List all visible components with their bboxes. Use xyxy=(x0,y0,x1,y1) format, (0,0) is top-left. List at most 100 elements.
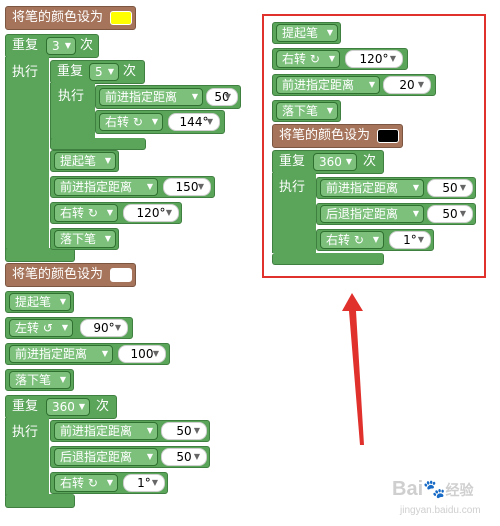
pen-dropdown[interactable]: 提起笔▼ xyxy=(276,24,338,42)
pen-dropdown[interactable]: 提起笔▼ xyxy=(54,152,116,170)
dropdown-arrow-icon: ▼ xyxy=(326,106,333,115)
forward-dropdown[interactable]: 前进指定距离▼ xyxy=(276,76,380,94)
backward-dropdown[interactable]: 后退指定距离▼ xyxy=(320,205,424,223)
color-swatch-white[interactable] xyxy=(110,268,132,282)
forward-block[interactable]: 前进指定距离▼ 20▼ xyxy=(272,74,436,96)
angle-input[interactable]: 1°▼ xyxy=(123,474,165,492)
turn-dropdown[interactable]: 左转 ↺▼ xyxy=(9,319,73,337)
distance-input[interactable]: 50▼ xyxy=(427,179,473,197)
backward-dropdown[interactable]: 后退指定距离▼ xyxy=(54,448,158,466)
angle-value: 120° xyxy=(136,206,166,220)
distance-input[interactable]: 100▼ xyxy=(118,345,166,363)
turn-left-block[interactable]: 左转 ↺▼ 90°▼ xyxy=(5,317,133,339)
times-label: 次 xyxy=(96,399,110,414)
forward-block[interactable]: 前进指定距离▼ 50▼ xyxy=(50,420,210,442)
repeat-spine xyxy=(272,173,316,253)
pen-dropdown[interactable]: 落下笔▼ xyxy=(9,371,71,389)
distance-input[interactable]: 20▼ xyxy=(383,76,431,94)
dropdown-arrow-icon: ▼ xyxy=(146,426,153,435)
turn-dropdown[interactable]: 右转 ↻▼ xyxy=(54,204,118,222)
forward-dropdown[interactable]: 前进指定距离▼ xyxy=(54,178,158,196)
angle-value: 90° xyxy=(93,321,115,335)
pen-up-block[interactable]: 提起笔▼ xyxy=(272,22,341,44)
distance-input[interactable]: 50▼ xyxy=(206,88,238,106)
repeat-block[interactable]: 重复 360▼ 次 xyxy=(272,150,384,174)
angle-input[interactable]: 90°▼ xyxy=(80,319,128,337)
forward-dropdown[interactable]: 前进指定距离▼ xyxy=(99,88,203,106)
pen-down-block[interactable]: 落下笔▼ xyxy=(272,100,341,122)
distance-value: 50 xyxy=(442,207,458,221)
forward-block[interactable]: 前进指定距离▼ 100▼ xyxy=(5,343,170,365)
backward-block[interactable]: 后退指定距离▼ 50▼ xyxy=(50,446,210,468)
dropdown-arrow-icon: ▼ xyxy=(59,375,66,384)
repeat-count-dropdown[interactable]: 3▼ xyxy=(46,37,76,55)
set-pen-color-block[interactable]: 将笔的颜色设为 xyxy=(272,124,403,148)
repeat-footer xyxy=(272,253,384,265)
distance-input[interactable]: 150▼ xyxy=(163,178,211,196)
repeat-label: 重复 xyxy=(279,154,306,169)
distance-input[interactable]: 50▼ xyxy=(161,448,207,466)
repeat-count-value: 360 xyxy=(52,400,75,414)
pen-dropdown[interactable]: 落下笔▼ xyxy=(54,230,116,248)
inner-repeat-block[interactable]: 重复 5▼ 次 xyxy=(50,60,145,84)
inner-repeat-footer xyxy=(50,138,146,150)
turn-dropdown[interactable]: 右转 ↻▼ xyxy=(99,113,163,131)
set-pen-color-block[interactable]: 将笔的颜色设为 xyxy=(5,263,136,287)
dropdown-arrow-icon: ▼ xyxy=(61,323,68,332)
dropdown-arrow-icon: ▼ xyxy=(206,117,213,126)
pen-down-block[interactable]: 落下笔▼ xyxy=(50,228,119,250)
set-pen-color-label: 将笔的颜色设为 xyxy=(12,267,104,282)
pen-up-label: 提起笔 xyxy=(282,26,319,40)
repeat-count-dropdown[interactable]: 360▼ xyxy=(46,398,90,416)
distance-input[interactable]: 50▼ xyxy=(427,205,473,223)
angle-input[interactable]: 120°▼ xyxy=(345,50,403,68)
dropdown-arrow-icon: ▼ xyxy=(224,92,231,101)
pen-up-block[interactable]: 提起笔▼ xyxy=(50,150,119,172)
watermark-main: Bai xyxy=(392,478,424,500)
turn-right-label: 右转 ↻ xyxy=(60,476,98,490)
turn-dropdown[interactable]: 右转 ↻▼ xyxy=(54,474,118,492)
turn-dropdown[interactable]: 右转 ↻▼ xyxy=(320,231,384,249)
dropdown-arrow-icon: ▼ xyxy=(114,323,121,332)
do-label: 执行 xyxy=(12,65,39,80)
turn-right-block[interactable]: 右转 ↻▼ 120°▼ xyxy=(272,48,408,70)
turn-dropdown[interactable]: 右转 ↻▼ xyxy=(276,50,340,68)
angle-input[interactable]: 144°▼ xyxy=(168,113,220,131)
set-pen-color-block[interactable]: 将笔的颜色设为 xyxy=(5,6,136,30)
distance-input[interactable]: 50▼ xyxy=(161,422,207,440)
forward-block[interactable]: 前进指定距离▼ 50▼ xyxy=(316,177,476,199)
forward-label: 前进指定距离 xyxy=(326,181,399,195)
forward-dropdown[interactable]: 前进指定距离▼ xyxy=(54,422,158,440)
forward-dropdown[interactable]: 前进指定距离▼ xyxy=(320,179,424,197)
pen-down-block[interactable]: 落下笔▼ xyxy=(5,369,74,391)
backward-block[interactable]: 后退指定距离▼ 50▼ xyxy=(316,203,476,225)
pen-dropdown[interactable]: 提起笔▼ xyxy=(9,293,71,311)
angle-input[interactable]: 120°▼ xyxy=(123,204,179,222)
turn-right-block[interactable]: 右转 ↻▼ 1°▼ xyxy=(316,229,434,251)
turn-right-block[interactable]: 右转 ↻▼ 144°▼ xyxy=(95,110,225,134)
forward-dropdown[interactable]: 前进指定距离▼ xyxy=(9,345,113,363)
pen-up-block[interactable]: 提起笔▼ xyxy=(5,291,74,313)
turn-right-label: 右转 ↻ xyxy=(326,233,364,247)
angle-input[interactable]: 1°▼ xyxy=(389,231,431,249)
forward-block[interactable]: 前进指定距离▼ 150▼ xyxy=(50,176,215,198)
turn-right-block[interactable]: 右转 ↻▼ 120°▼ xyxy=(50,202,182,224)
forward-block[interactable]: 前进指定距离▼ 50▼ xyxy=(95,85,241,109)
repeat-label: 重复 xyxy=(12,38,39,53)
pen-dropdown[interactable]: 落下笔▼ xyxy=(276,102,338,120)
turn-right-block[interactable]: 右转 ↻▼ 1°▼ xyxy=(50,472,168,494)
turn-right-label: 右转 ↻ xyxy=(282,52,320,66)
repeat-count-dropdown[interactable]: 5▼ xyxy=(89,63,119,81)
repeat-block[interactable]: 重复 3▼ 次 xyxy=(5,34,99,58)
repeat-block[interactable]: 重复 360▼ 次 xyxy=(5,395,117,419)
dropdown-arrow-icon: ▼ xyxy=(417,235,424,244)
dropdown-arrow-icon: ▼ xyxy=(412,209,419,218)
turn-right-label: 右转 ↻ xyxy=(60,206,98,220)
color-swatch-yellow[interactable] xyxy=(110,11,132,25)
distance-value: 50 xyxy=(176,450,192,464)
repeat-count-value: 360 xyxy=(319,155,342,169)
angle-value: 1° xyxy=(403,233,417,247)
color-swatch-black[interactable] xyxy=(377,129,399,143)
dropdown-arrow-icon: ▼ xyxy=(64,41,71,50)
repeat-count-dropdown[interactable]: 360▼ xyxy=(313,153,357,171)
